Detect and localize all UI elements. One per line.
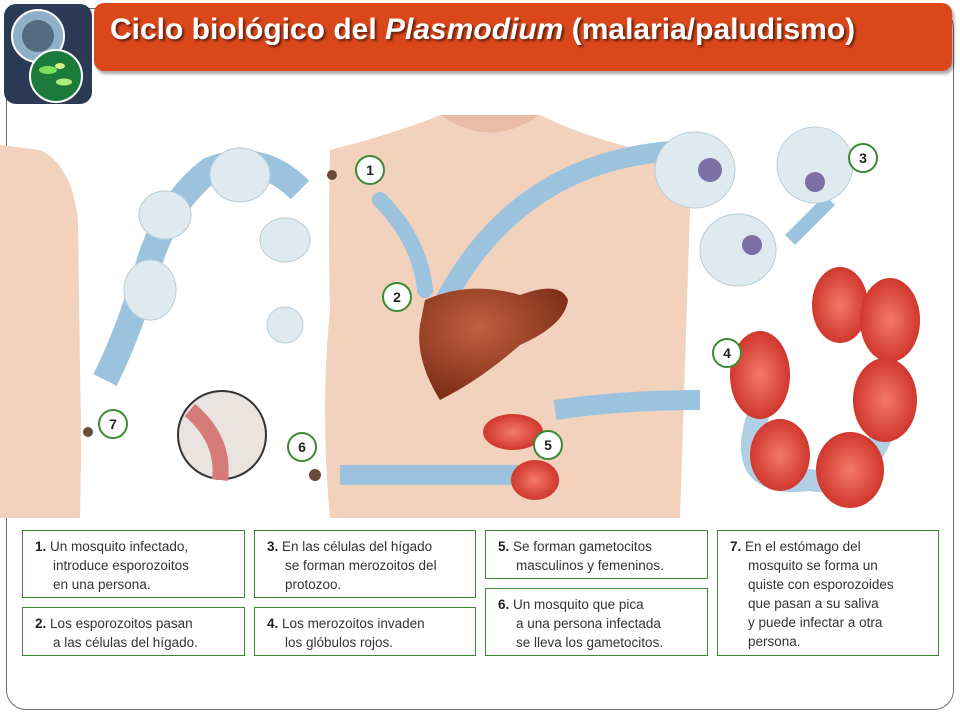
mosquito-icon [327, 170, 337, 180]
step-badge-6: 6 [287, 432, 317, 462]
step-4-box: 4. Los merozoitos invaden los glóbulos r… [254, 607, 476, 656]
step-number: 3 [267, 539, 275, 554]
step-text: a las células del hígado. [53, 635, 198, 650]
step-badge-7: 7 [98, 409, 128, 439]
page-title: Ciclo biológico del Plasmodium (malaria/… [110, 13, 855, 47]
step-text: Un mosquito infectado, [50, 539, 189, 554]
step-text: Se forman gametocitos [513, 539, 652, 554]
red-blood-cell [853, 358, 917, 442]
step-text: y puede infectar a otra [748, 615, 883, 630]
mosquito-icon [309, 469, 321, 481]
red-blood-cell [816, 432, 884, 508]
step-number: 4 [267, 616, 275, 631]
step-1-box: 1. Un mosquito infectado, introduce espo… [22, 530, 245, 598]
oocyst-cell [138, 190, 192, 240]
step-text: los glóbulos rojos. [285, 635, 394, 650]
step-badge-3: 3 [848, 143, 878, 173]
step-number: 2 [35, 616, 43, 631]
step-text: En el estómago del [745, 539, 861, 554]
step-number: 7 [730, 539, 738, 554]
step-text: protozoo. [285, 577, 342, 592]
left-body [0, 145, 81, 518]
step-badge-4: 4 [712, 338, 742, 368]
step-text: Los merozoitos invaden [282, 616, 425, 631]
neck-shadow [440, 115, 540, 133]
step-7-box: 7. En el estómago del mosquito se forma … [717, 530, 939, 656]
step-number: 6 [498, 597, 506, 612]
arrow-1-2 [372, 192, 433, 298]
step-text: mosquito se forma un [748, 558, 878, 573]
step-text: introduce esporozoitos [53, 558, 189, 573]
life-cycle-illustration [0, 115, 920, 518]
step-5-box: 5. Se forman gametocitos masculinos y fe… [485, 530, 708, 579]
title-prefix: Ciclo biológico del [110, 13, 386, 46]
step-text: en una persona. [53, 577, 151, 592]
cell-nucleus [742, 235, 762, 255]
oocyst-cell [123, 259, 177, 321]
arrow-3 [785, 195, 835, 245]
mosquito-icon [83, 427, 93, 437]
step-text: a una persona infectada [516, 616, 661, 631]
step-text: que pasan a su saliva [748, 596, 879, 611]
mosquito-gut [184, 403, 229, 481]
red-blood-cell [812, 267, 868, 343]
red-blood-cell [730, 331, 790, 419]
step-text: persona. [748, 634, 801, 649]
step-text: En las células del hígado [282, 539, 433, 554]
red-blood-cell [750, 419, 810, 491]
arrow-liver-cells [431, 140, 701, 315]
microscope-logo-icon [4, 4, 92, 104]
step-badge-1: 1 [355, 155, 385, 185]
zygote-cell [266, 306, 304, 344]
liver [419, 288, 568, 400]
step-number: 1 [35, 539, 43, 554]
liver-cell [654, 131, 736, 209]
step-text: masculinos y femeninos. [516, 558, 664, 573]
title-bar: Ciclo biológico del Plasmodium (malaria/… [94, 3, 952, 71]
cell-nucleus [805, 172, 825, 192]
step-text: quiste con esporozoides [748, 577, 894, 592]
step-badge-5: 5 [533, 430, 563, 460]
step-6-box: 6. Un mosquito que pica a una persona in… [485, 588, 708, 656]
step-text: Un mosquito que pica [513, 597, 644, 612]
step-text: Los esporozoitos pasan [50, 616, 193, 631]
step-text: se forman merozoitos del [285, 558, 437, 573]
step-text: se lleva los gametocitos. [516, 635, 664, 650]
step-badge-2: 2 [382, 282, 412, 312]
title-suffix: (malaria/paludismo) [563, 13, 856, 46]
title-italic: Plasmodium [385, 13, 564, 46]
arrow-4-5 [553, 390, 701, 420]
gametocyte-cell [511, 460, 559, 500]
oocyst-cell [259, 217, 311, 263]
gametocyte-cell [483, 414, 543, 450]
oocyst-cell [209, 147, 271, 203]
step-number: 5 [498, 539, 506, 554]
red-blood-cell [860, 278, 920, 362]
step-3-box: 3. En las células del hígado se forman m… [254, 530, 476, 598]
cell-nucleus [698, 158, 722, 182]
step-2-box: 2. Los esporozoitos pasan a las células … [22, 607, 245, 656]
liver-cell-rupturing [699, 213, 777, 287]
